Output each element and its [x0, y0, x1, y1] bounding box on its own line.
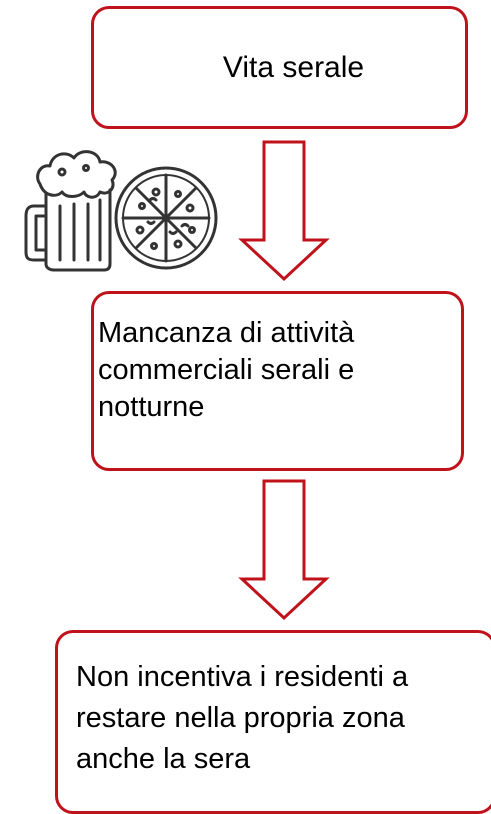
beer-pizza-illustration — [24, 150, 218, 272]
beer-mug-icon — [24, 150, 117, 272]
node-text: Mancanza di attività commerciali serali … — [98, 317, 355, 423]
node-vita-serale: Vita serale — [91, 6, 468, 129]
node-text: Non incentiva i residenti a restare nell… — [76, 661, 409, 775]
down-arrow-icon — [238, 140, 330, 282]
node-mancanza-attivita: Mancanza di attività commerciali serali … — [91, 291, 464, 471]
down-arrow-icon — [238, 479, 330, 621]
node-text: Vita serale — [222, 50, 365, 84]
node-non-incentiva: Non incentiva i residenti a restare nell… — [55, 630, 491, 814]
pizza-icon — [114, 166, 218, 270]
